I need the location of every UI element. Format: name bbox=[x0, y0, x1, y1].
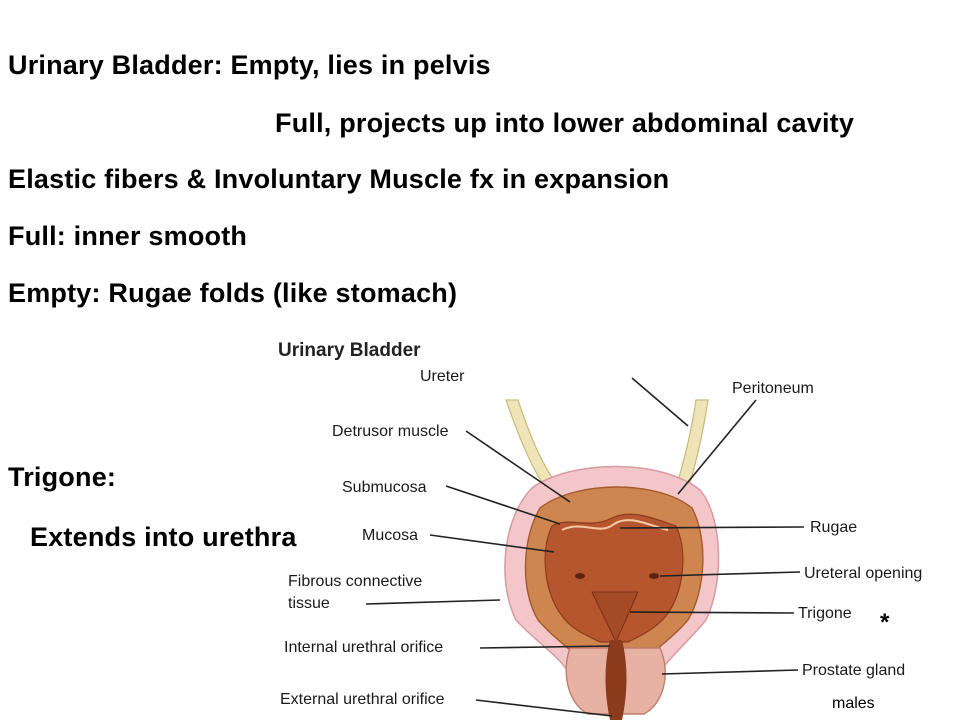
ureteral-opening-left bbox=[575, 573, 585, 579]
trigone-region bbox=[591, 591, 639, 644]
label-fibrous-2: tissue bbox=[288, 595, 330, 612]
arrow-fibrous bbox=[365, 599, 501, 605]
label-peritoneum: Peritoneum bbox=[732, 380, 814, 397]
arrow-peritoneum bbox=[677, 399, 757, 495]
urethra bbox=[605, 640, 627, 720]
label-ureteral-opening: Ureteral opening bbox=[804, 565, 922, 582]
label-prostate: Prostate gland bbox=[802, 662, 905, 679]
text-line-trigone: Trigone: bbox=[8, 462, 117, 492]
arrow-external-orifice bbox=[475, 699, 613, 717]
arrow-trigone bbox=[629, 611, 795, 614]
ureteral-opening-right bbox=[649, 573, 659, 579]
text-line-full: Full, projects up into lower abdominal c… bbox=[275, 108, 855, 138]
males-note: males bbox=[832, 695, 875, 712]
label-fibrous-1: Fibrous connective bbox=[288, 573, 422, 590]
arrow-submucosa bbox=[445, 485, 561, 525]
label-internal-orifice: Internal urethral orifice bbox=[284, 639, 443, 656]
trigone-star-mark: * bbox=[880, 609, 890, 636]
label-external-orifice: External urethral orifice bbox=[280, 691, 445, 708]
bladder-diagram: Urinary Bladder Ureter Detrusor muscle S… bbox=[270, 330, 960, 720]
arrow-mucosa bbox=[429, 534, 555, 553]
text-line-inner-smooth: Full: inner smooth bbox=[8, 221, 248, 251]
mucosa-layer bbox=[544, 513, 684, 643]
label-detrusor: Detrusor muscle bbox=[332, 423, 449, 440]
label-rugae: Rugae bbox=[810, 519, 857, 536]
text-line-extends: Extends into urethra bbox=[30, 522, 297, 552]
figure-title: Urinary Bladder bbox=[278, 340, 421, 361]
arrow-ureter bbox=[631, 377, 689, 427]
text-line-elastic: Elastic fibers & Involuntary Muscle fx i… bbox=[8, 164, 670, 194]
arrow-detrusor bbox=[465, 430, 571, 503]
label-ureter: Ureter bbox=[420, 368, 465, 385]
label-trigone: Trigone bbox=[798, 605, 852, 622]
text-line-bladder: Urinary Bladder: Empty, lies in pelvis bbox=[8, 50, 491, 80]
arrow-rugae bbox=[619, 526, 805, 529]
rugae-folds bbox=[561, 519, 669, 531]
arrow-prostate bbox=[661, 669, 799, 675]
label-mucosa: Mucosa bbox=[362, 527, 418, 544]
text-line-rugae: Empty: Rugae folds (like stomach) bbox=[8, 278, 458, 308]
arrow-ureteral-opening bbox=[659, 571, 801, 577]
arrow-internal-orifice bbox=[479, 645, 611, 649]
label-submucosa: Submucosa bbox=[342, 479, 427, 496]
